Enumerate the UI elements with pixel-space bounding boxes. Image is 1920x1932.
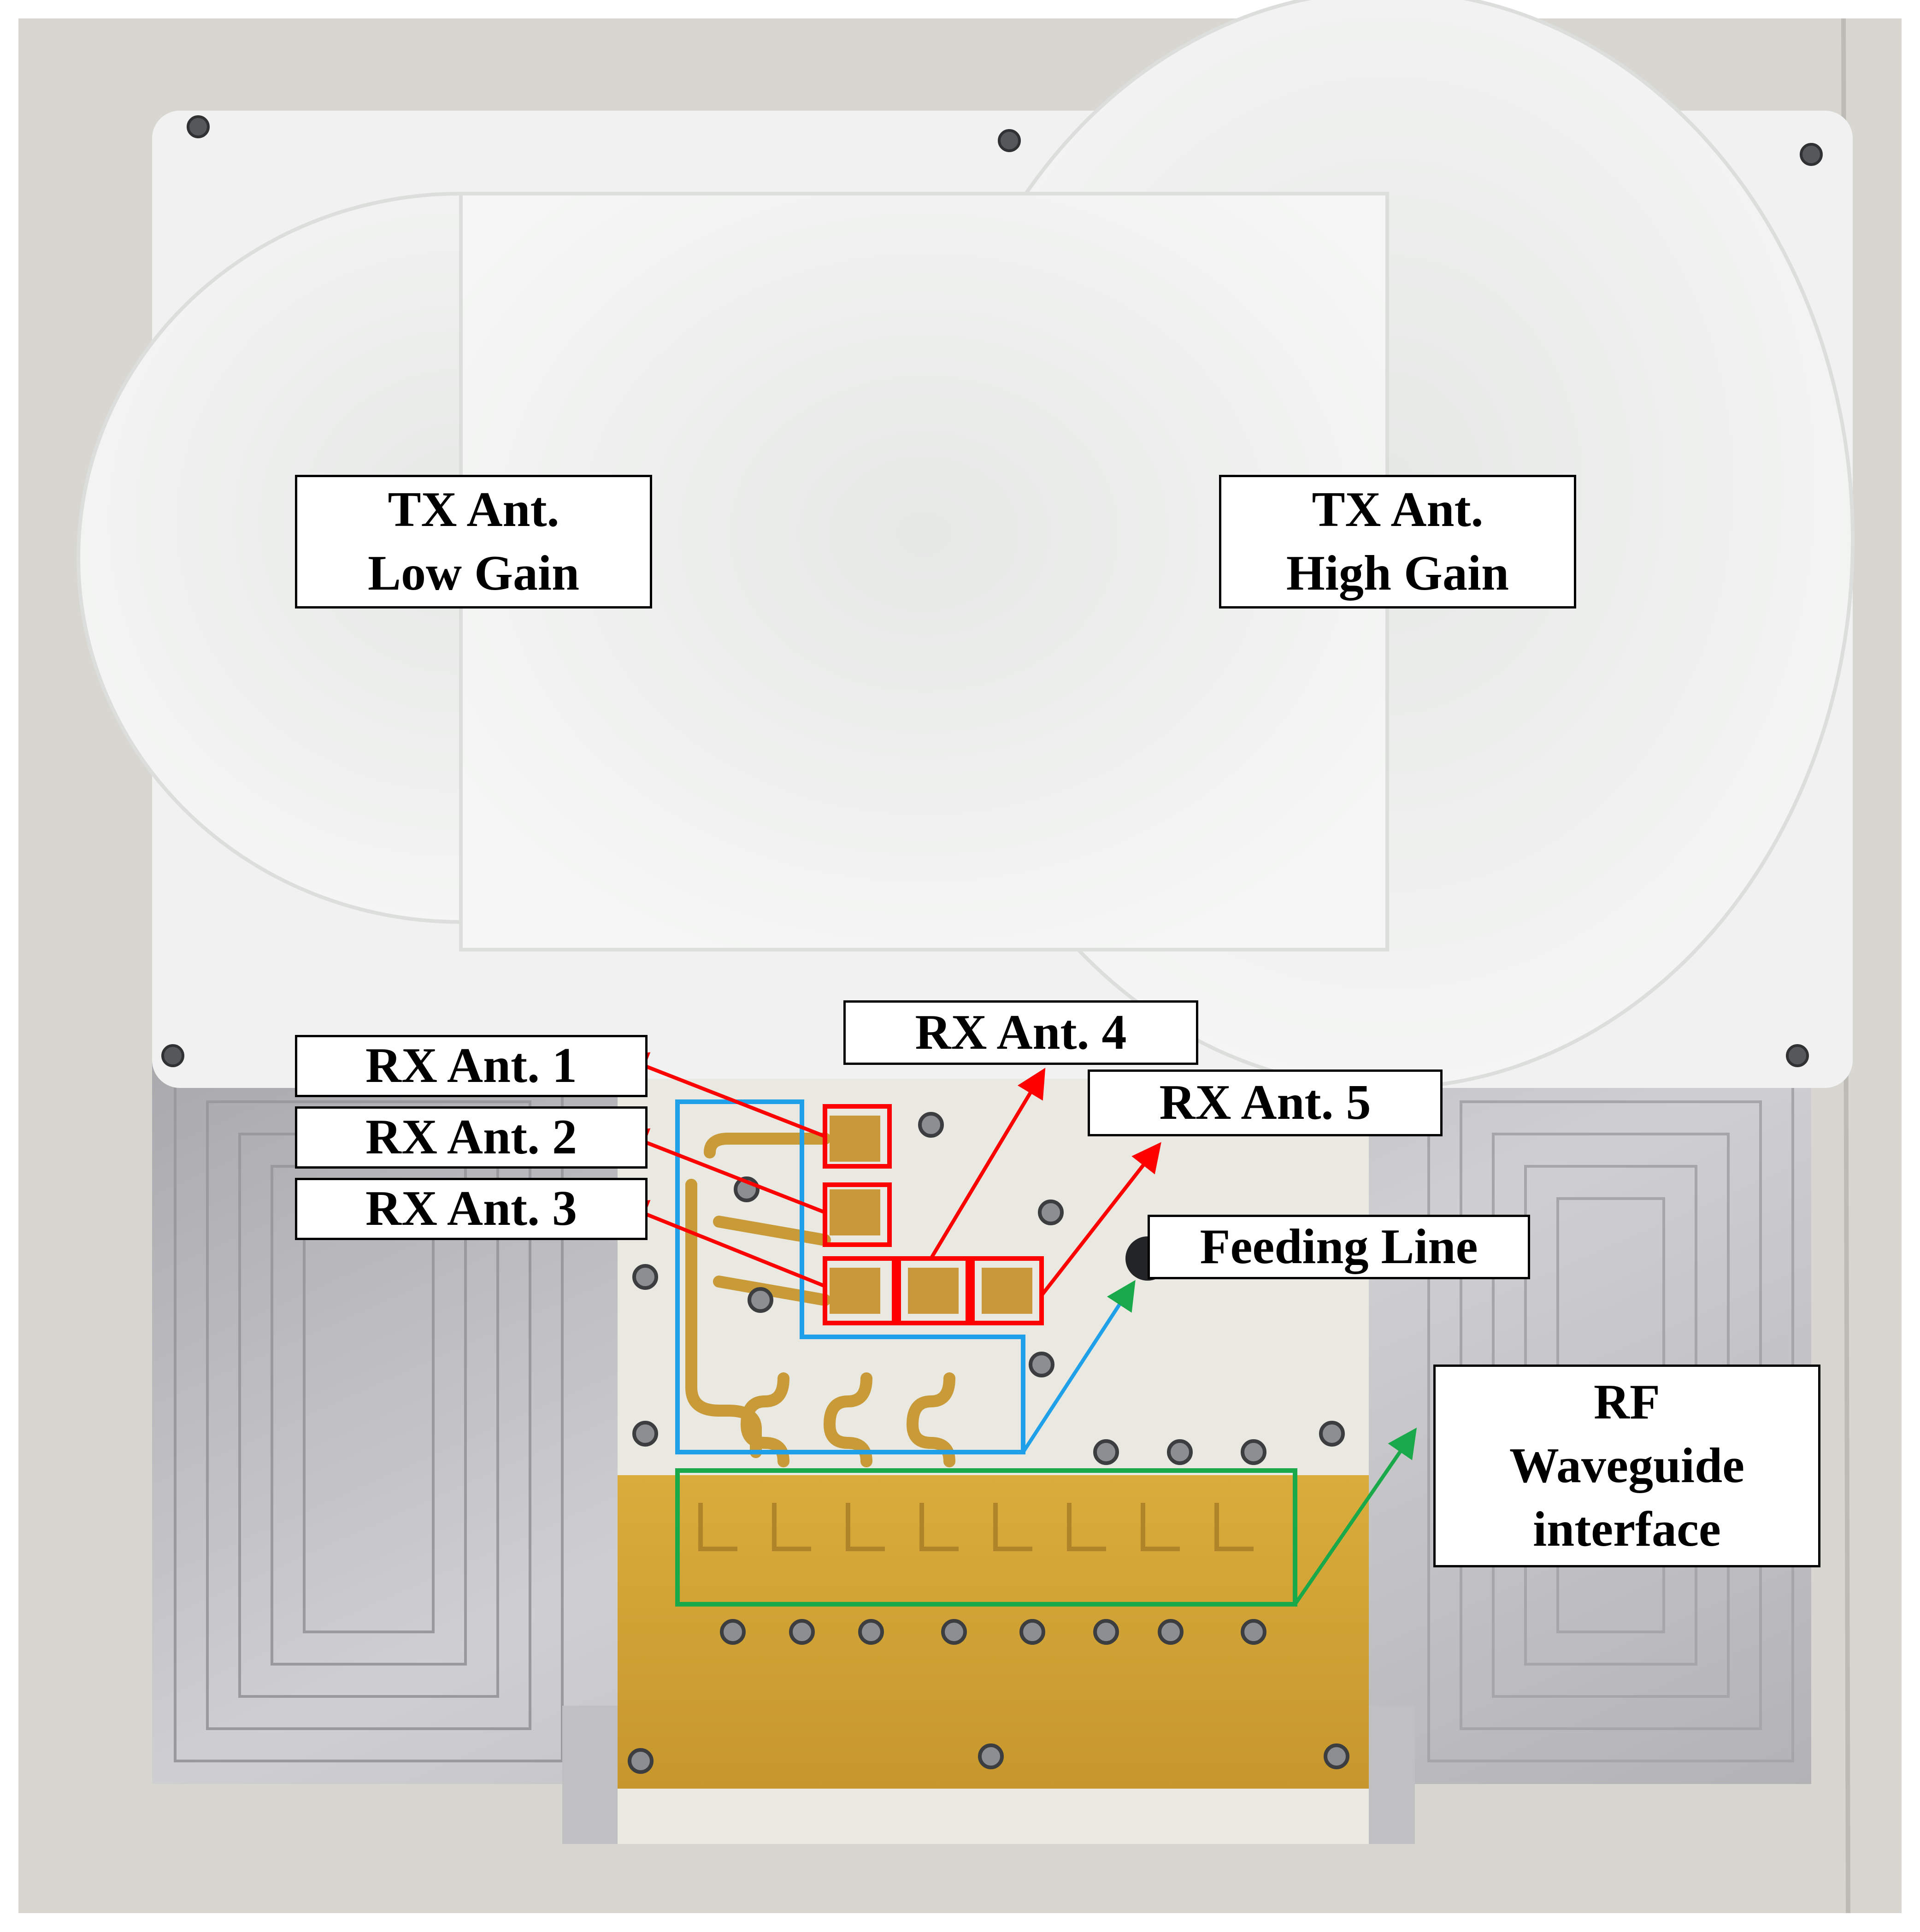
screw-icon <box>161 115 1823 1067</box>
waveguide-arrow <box>1293 1427 1417 1606</box>
rx-ant-5-label: RX Ant. 5 <box>1088 1069 1443 1136</box>
rx-ant-2-label: RX Ant. 2 <box>295 1106 648 1169</box>
screw-icon <box>628 1112 1349 1774</box>
feed-traces <box>685 1133 955 1467</box>
feeding-line-box <box>675 1099 1025 1454</box>
waveguide-interface-box <box>675 1468 1297 1607</box>
rx-ant-2-box <box>823 1182 892 1247</box>
rx-ant-4-box <box>896 1256 970 1325</box>
tx-high-gain-label: TX Ant. High Gain <box>1219 475 1576 609</box>
waveguide-slots <box>698 1503 1254 1551</box>
rx-arrows <box>618 1052 1161 1297</box>
rx-ant-4-label: RX Ant. 4 <box>843 1000 1198 1065</box>
rf-waveguide-interface-label: RF Waveguide interface <box>1433 1365 1820 1567</box>
rx-ant-3-label: RX Ant. 3 <box>295 1178 648 1240</box>
feeding-line-label: Feeding Line <box>1148 1215 1530 1279</box>
rx-ant-5-box <box>970 1256 1044 1325</box>
tx-low-gain-label: TX Ant. Low Gain <box>295 475 652 609</box>
feeding-line-arrow <box>1021 1280 1136 1453</box>
rx-ant-1-label: RX Ant. 1 <box>295 1035 648 1097</box>
rx-patches <box>830 1116 1032 1314</box>
rx-ant-3-box <box>823 1256 896 1325</box>
